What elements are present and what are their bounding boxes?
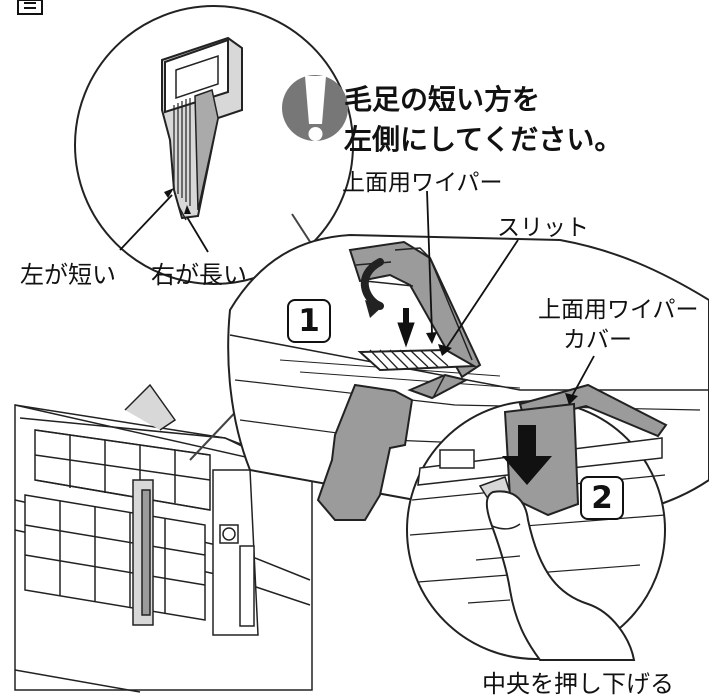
right-long-label: 右が長い: [151, 261, 247, 289]
slit-label: スリット: [497, 215, 589, 241]
wiper-cover-label-line-2: カバー: [563, 327, 632, 353]
push-center-label: 中央を押し下げる: [482, 670, 674, 698]
slit-arrowhead: [438, 344, 452, 356]
notice-line-1: 毛足の短い方を: [344, 83, 541, 116]
wiper-cover-pointer: [570, 355, 595, 399]
left-short-label: 左が短い: [20, 261, 116, 289]
left-short-arrowhead: [164, 188, 174, 198]
cover-press-closeup-circle: [406, 383, 668, 661]
cropped-step-marker-lines: [24, 2, 36, 9]
top-wiper-arrowhead: [426, 332, 437, 344]
brush-closeup-circle: [74, 5, 354, 285]
slit-pointer: [444, 239, 519, 351]
notice-line-2: 左側にしてください。: [344, 123, 623, 156]
top-wiper-label: 上面用ワイパー: [342, 170, 503, 196]
exclamation-icon: [282, 75, 348, 141]
step-two-badge: 2: [580, 476, 624, 520]
wiper-cover-arrowhead: [565, 393, 578, 405]
air-conditioner-body: [14, 383, 313, 693]
brush-direction-notice: 毛足の短い方を 左側にしてください。: [344, 80, 622, 160]
step-one-badge: 1: [287, 299, 331, 343]
wiper-cover-label-line-1: 上面用ワイパー: [538, 297, 699, 323]
right-long-arrowhead: [184, 205, 191, 214]
top-wiper-pointer: [426, 190, 433, 334]
left-short-pointer: [119, 194, 173, 251]
right-long-pointer: [186, 216, 209, 253]
